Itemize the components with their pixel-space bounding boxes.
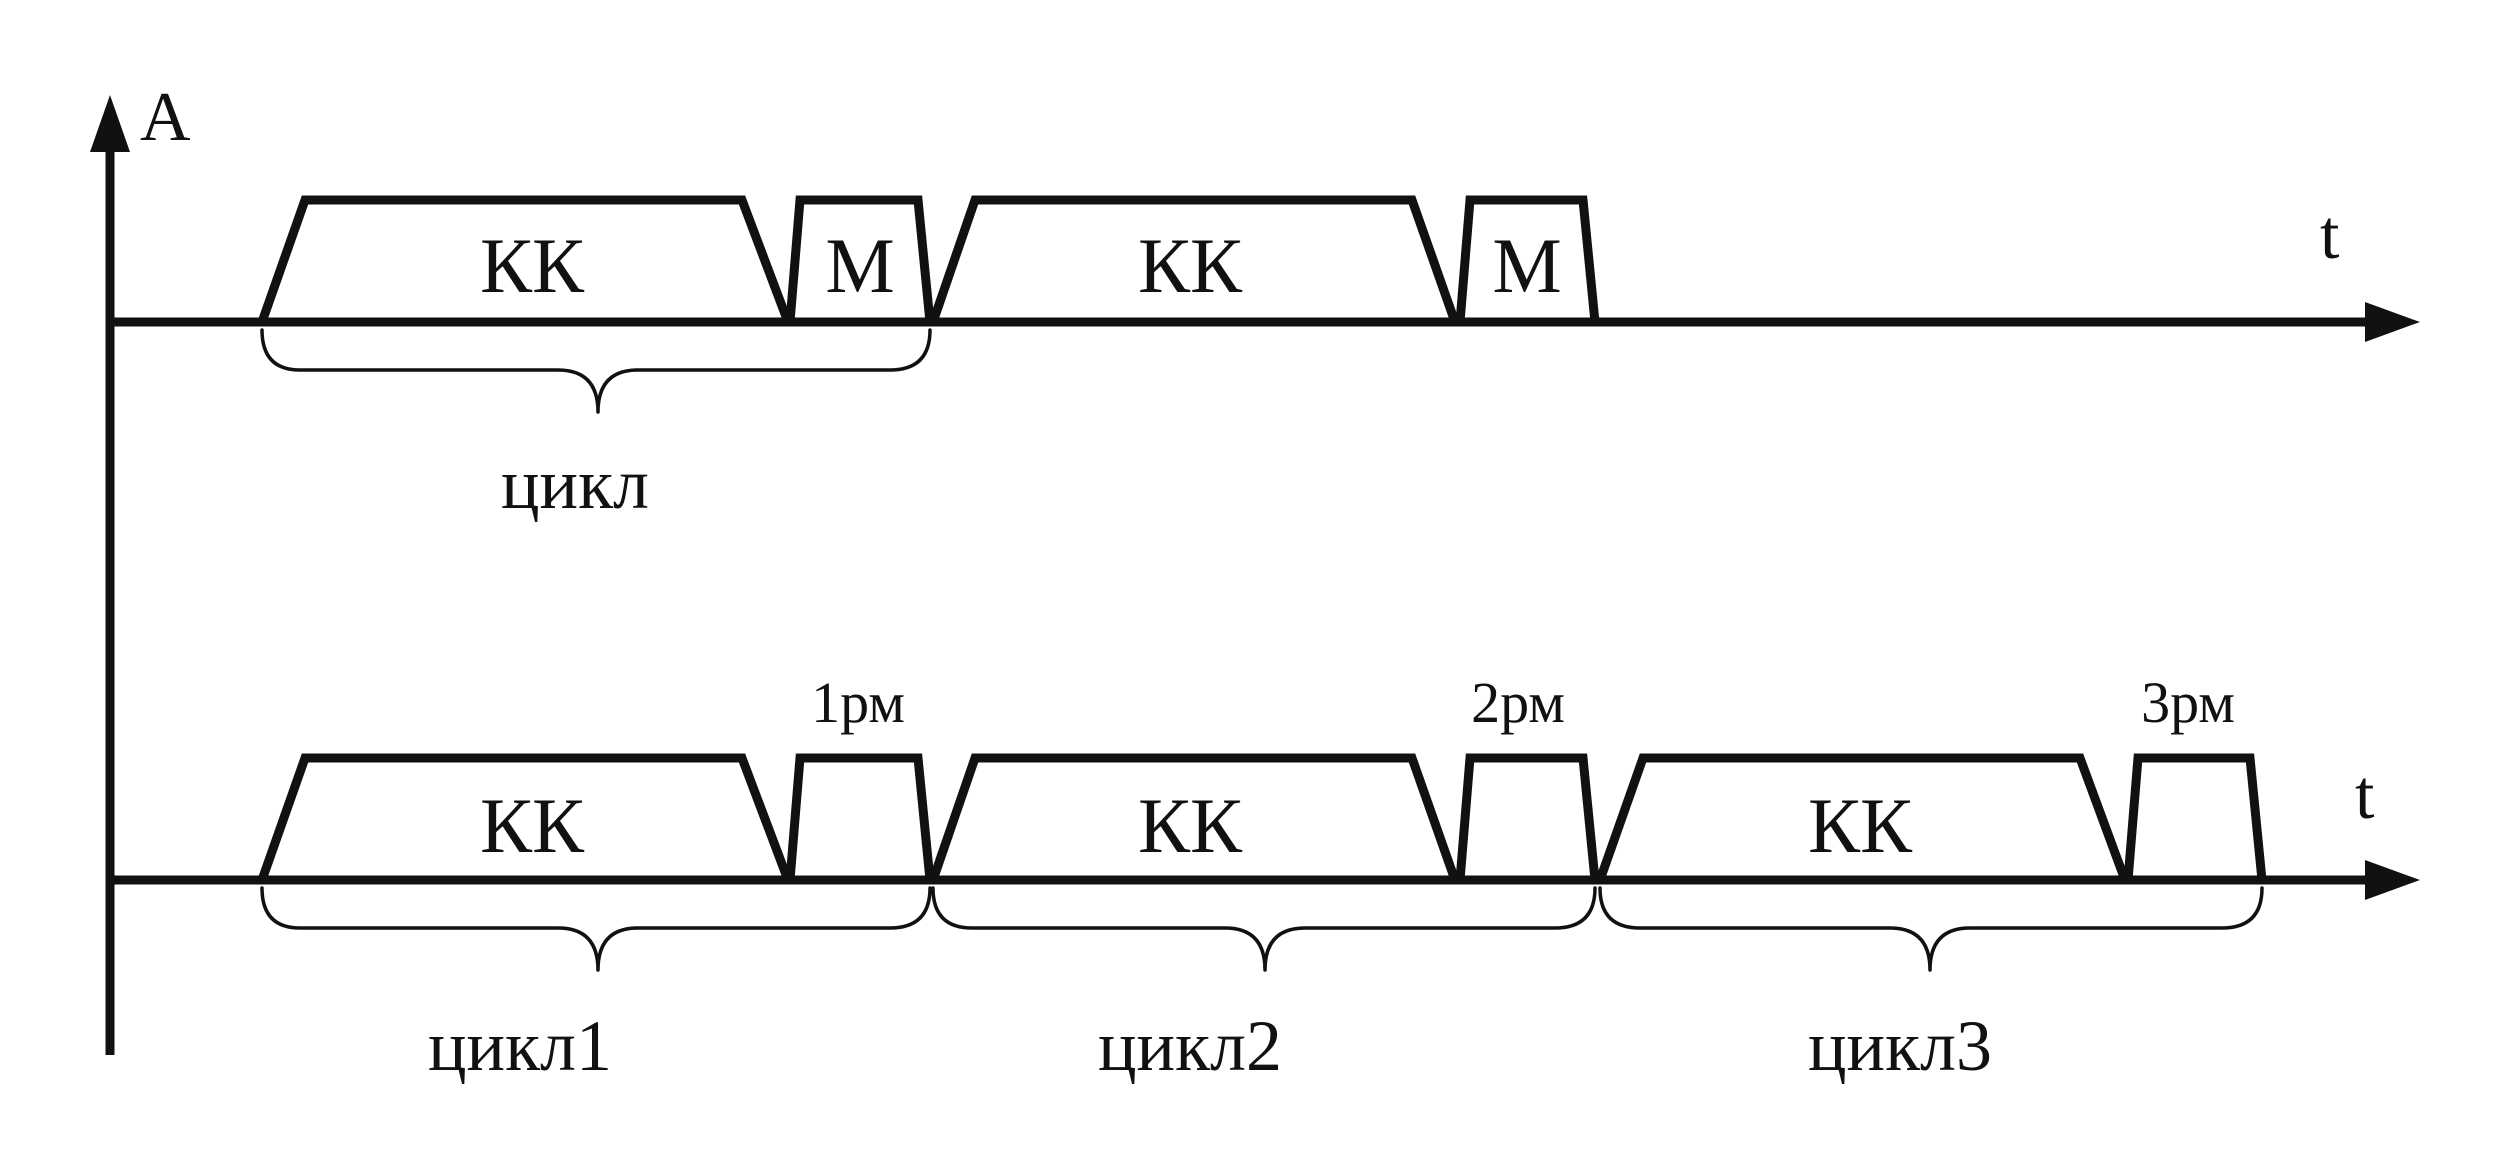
pulse-kk (1593, 753, 2132, 885)
cycle-brace (260, 886, 932, 972)
pulse-kk (926, 195, 1462, 327)
time-axis-bottom-arrow (2365, 860, 2420, 900)
pulse-label: КК (480, 782, 585, 869)
pulse-label: КК (1138, 782, 1243, 869)
pulse-label: M (825, 222, 894, 309)
pulse-top-label: 3рм (2141, 670, 2235, 735)
pulse-workplace-1 (785, 753, 935, 885)
time-axis-top-label: t (2320, 197, 2340, 274)
time-axis-bottom-label: t (2355, 757, 2375, 834)
pulse-top-label: 2рм (1471, 670, 1565, 735)
pulse-label: КК (480, 222, 585, 309)
pulse-m (1455, 195, 1600, 327)
amplitude-axis-label: A (140, 79, 191, 156)
pulse-label: M (1492, 222, 1561, 309)
pulse-m (785, 195, 935, 327)
pulse-kk (255, 195, 795, 327)
cycle-brace (260, 328, 932, 414)
cycle-brace (931, 886, 1597, 972)
cycle-label: цикл (501, 444, 649, 524)
cycle-label: цикл2 (1098, 1006, 1282, 1086)
pulse-label: КК (1808, 782, 1913, 869)
amplitude-axis-arrow (90, 95, 130, 152)
cycle-brace (1598, 886, 2264, 972)
pulse-top-label: 1рм (811, 670, 905, 735)
pulse-kk (255, 753, 795, 885)
pulse-workplace-2 (1455, 753, 1600, 885)
pulse-label: КК (1138, 222, 1243, 309)
pulse-kk (926, 753, 1462, 885)
pulse-workplace-3 (2123, 753, 2267, 885)
cycle-label: цикл1 (428, 1006, 612, 1086)
time-axis-top-arrow (2365, 302, 2420, 342)
cycle-label: цикл3 (1808, 1006, 1992, 1086)
